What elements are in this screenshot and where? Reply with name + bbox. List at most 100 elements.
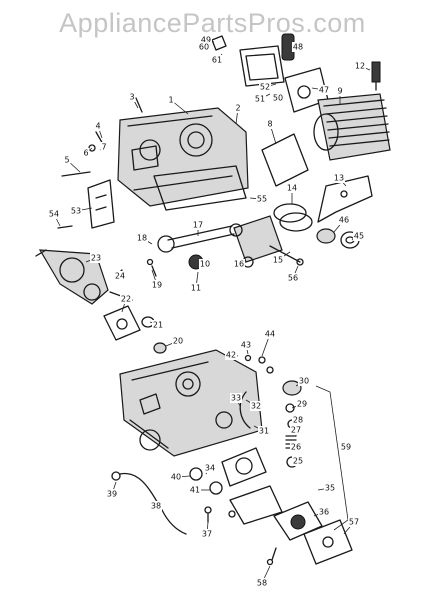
callout-bg-45 <box>353 231 365 241</box>
callout-54: 54 <box>49 210 59 219</box>
callout-50: 50 <box>273 94 283 103</box>
callout-bg-21 <box>152 320 164 330</box>
callout-19: 19 <box>152 281 162 290</box>
callout-61: 61 <box>212 56 222 65</box>
callout-bg-8 <box>266 119 274 129</box>
callout-bg-39 <box>106 489 118 499</box>
callout-bg-22 <box>120 294 132 304</box>
callout-12: 12 <box>355 62 365 71</box>
callout-9: 9 <box>337 87 342 96</box>
callout-36: 36 <box>319 508 329 517</box>
callout-bg-50 <box>272 93 284 103</box>
callout-17: 17 <box>193 221 203 230</box>
callout-40: 40 <box>171 473 181 482</box>
callout-bg-25 <box>292 456 304 466</box>
callout-bg-26 <box>290 442 302 452</box>
bracket <box>87 179 115 229</box>
fittings-lower <box>189 354 277 566</box>
callout-51: 51 <box>255 95 265 104</box>
callout-bg-46 <box>338 215 350 225</box>
callout-bg-14 <box>286 183 298 193</box>
callout-bg-54 <box>48 209 60 219</box>
callout-11: 11 <box>191 284 201 293</box>
callout-1: 1 <box>168 96 173 105</box>
callout-3: 3 <box>129 93 134 102</box>
callout-bg-15 <box>272 255 284 265</box>
callout-bg-24 <box>114 271 126 281</box>
callout-bg-55 <box>256 194 268 204</box>
callout-bg-47 <box>318 85 330 95</box>
cylinder <box>313 93 391 161</box>
callout-32: 32 <box>251 402 261 411</box>
callout-bg-49 <box>200 35 212 45</box>
callout-18: 18 <box>137 234 147 243</box>
callout-bg-34 <box>204 463 216 473</box>
callout-bg-29 <box>296 399 308 409</box>
callout-52: 52 <box>260 83 270 92</box>
callout-bg-31 <box>258 426 270 436</box>
callout-bg-53 <box>70 206 82 216</box>
callout-bg-48 <box>292 42 304 52</box>
callout-55: 55 <box>257 195 267 204</box>
callout-bg-5 <box>63 155 71 165</box>
callout-53: 53 <box>71 207 81 216</box>
callout-bg-30 <box>298 376 310 386</box>
callout-bg-7 <box>100 142 108 152</box>
callout-bg-17 <box>192 220 204 230</box>
callout-5: 5 <box>64 156 69 165</box>
callout-8: 8 <box>267 120 272 129</box>
callout-bg-16 <box>233 259 245 269</box>
callout-22: 22 <box>121 295 131 304</box>
crankcase-top <box>117 107 249 207</box>
callout-44: 44 <box>265 330 275 339</box>
callout-24: 24 <box>115 272 125 281</box>
callout-bg-19 <box>151 280 163 290</box>
callout-45: 45 <box>354 232 364 241</box>
callout-layer: 1234567891011121314151617181920212223242… <box>48 35 371 588</box>
callout-25: 25 <box>293 457 303 466</box>
callout-59: 59 <box>341 443 351 452</box>
callout-bg-51 <box>254 94 266 104</box>
spark-plug <box>371 61 381 91</box>
callout-bg-6 <box>82 148 90 158</box>
callout-bg-40 <box>170 472 182 482</box>
connecting-rod <box>157 223 243 253</box>
callout-33: 33 <box>231 394 241 403</box>
callout-bg-37 <box>201 529 213 539</box>
callout-58: 58 <box>257 579 267 588</box>
bracket-line-59 <box>315 385 349 531</box>
callout-bg-32 <box>250 401 262 411</box>
callout-57: 57 <box>349 518 359 527</box>
callout-bg-44 <box>264 329 276 339</box>
callout-60: 60 <box>199 43 209 52</box>
callout-41: 41 <box>190 486 200 495</box>
callout-15: 15 <box>273 256 283 265</box>
callout-bg-1 <box>167 95 175 105</box>
callout-14: 14 <box>287 184 297 193</box>
callout-49: 49 <box>201 36 211 45</box>
callout-26: 26 <box>291 443 301 452</box>
callout-38: 38 <box>151 502 161 511</box>
callout-bg-43 <box>240 340 252 350</box>
callout-bg-61 <box>211 55 223 65</box>
callout-bg-11 <box>190 283 202 293</box>
callout-bg-12 <box>354 61 366 71</box>
crankshaft <box>35 249 133 305</box>
callout-7: 7 <box>101 143 106 152</box>
callout-23: 23 <box>91 254 101 263</box>
callout-48: 48 <box>293 43 303 52</box>
callout-2: 2 <box>235 104 240 113</box>
callout-34: 34 <box>205 464 215 473</box>
callout-6: 6 <box>83 149 88 158</box>
heat-shield <box>317 175 373 223</box>
crankcase-gasket <box>153 165 247 211</box>
intake-gasket <box>103 305 141 341</box>
callout-bg-56 <box>287 273 299 283</box>
seals-lower <box>141 316 167 354</box>
callout-bg-42 <box>225 350 237 360</box>
callout-bg-52 <box>259 82 271 92</box>
callout-29: 29 <box>297 400 307 409</box>
callout-42: 42 <box>226 351 236 360</box>
